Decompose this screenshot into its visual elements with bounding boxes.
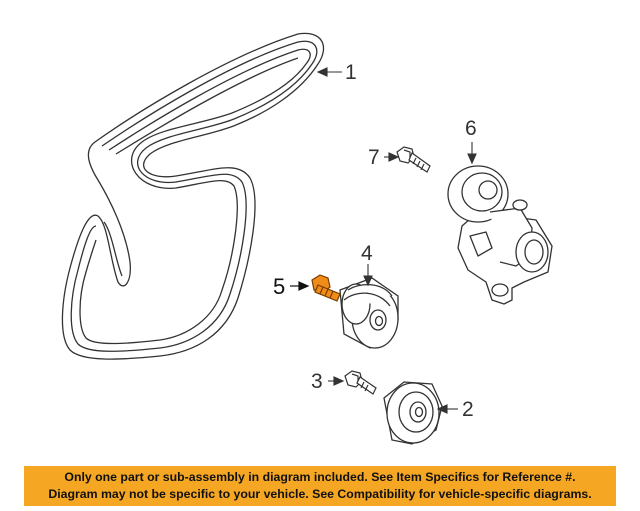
- leader-tensioner-bolt: [384, 152, 400, 162]
- callout-highlighted-bolt: 5: [273, 274, 286, 299]
- callout-idler-bolt: 3: [311, 370, 323, 393]
- callout-tensioner: 6: [465, 117, 477, 140]
- leader-tensioner: [467, 142, 477, 165]
- callout-tensioner-bolt: 7: [368, 146, 380, 169]
- callout-tensioner-pulley: 4: [361, 242, 373, 265]
- tensioner-pulley: [339, 277, 399, 349]
- tensioner-bolt: [396, 146, 431, 173]
- highlighted-bolt: [311, 274, 341, 302]
- leader-idler-bolt: [328, 376, 345, 386]
- serpentine-belt: [61, 32, 324, 360]
- leader-idler-pulley: [436, 404, 458, 414]
- callout-belt: 1: [345, 61, 357, 84]
- parts-diagram: [61, 32, 553, 445]
- leader-highlighted-bolt: [290, 281, 310, 291]
- leader-tensioner-pulley: [363, 264, 373, 287]
- callout-idler-pulley: 2: [462, 398, 474, 421]
- disclaimer-line-1: Only one part or sub-assembly in diagram…: [64, 470, 576, 484]
- idler-bolt: [344, 370, 377, 395]
- idler-pulley: [383, 381, 443, 445]
- belt-tensioner: [447, 165, 553, 305]
- leader-belt: [316, 67, 342, 77]
- disclaimer-banner: Only one part or sub-assembly in diagram…: [24, 466, 616, 506]
- disclaimer-line-2: Diagram may not be specific to your vehi…: [48, 487, 592, 501]
